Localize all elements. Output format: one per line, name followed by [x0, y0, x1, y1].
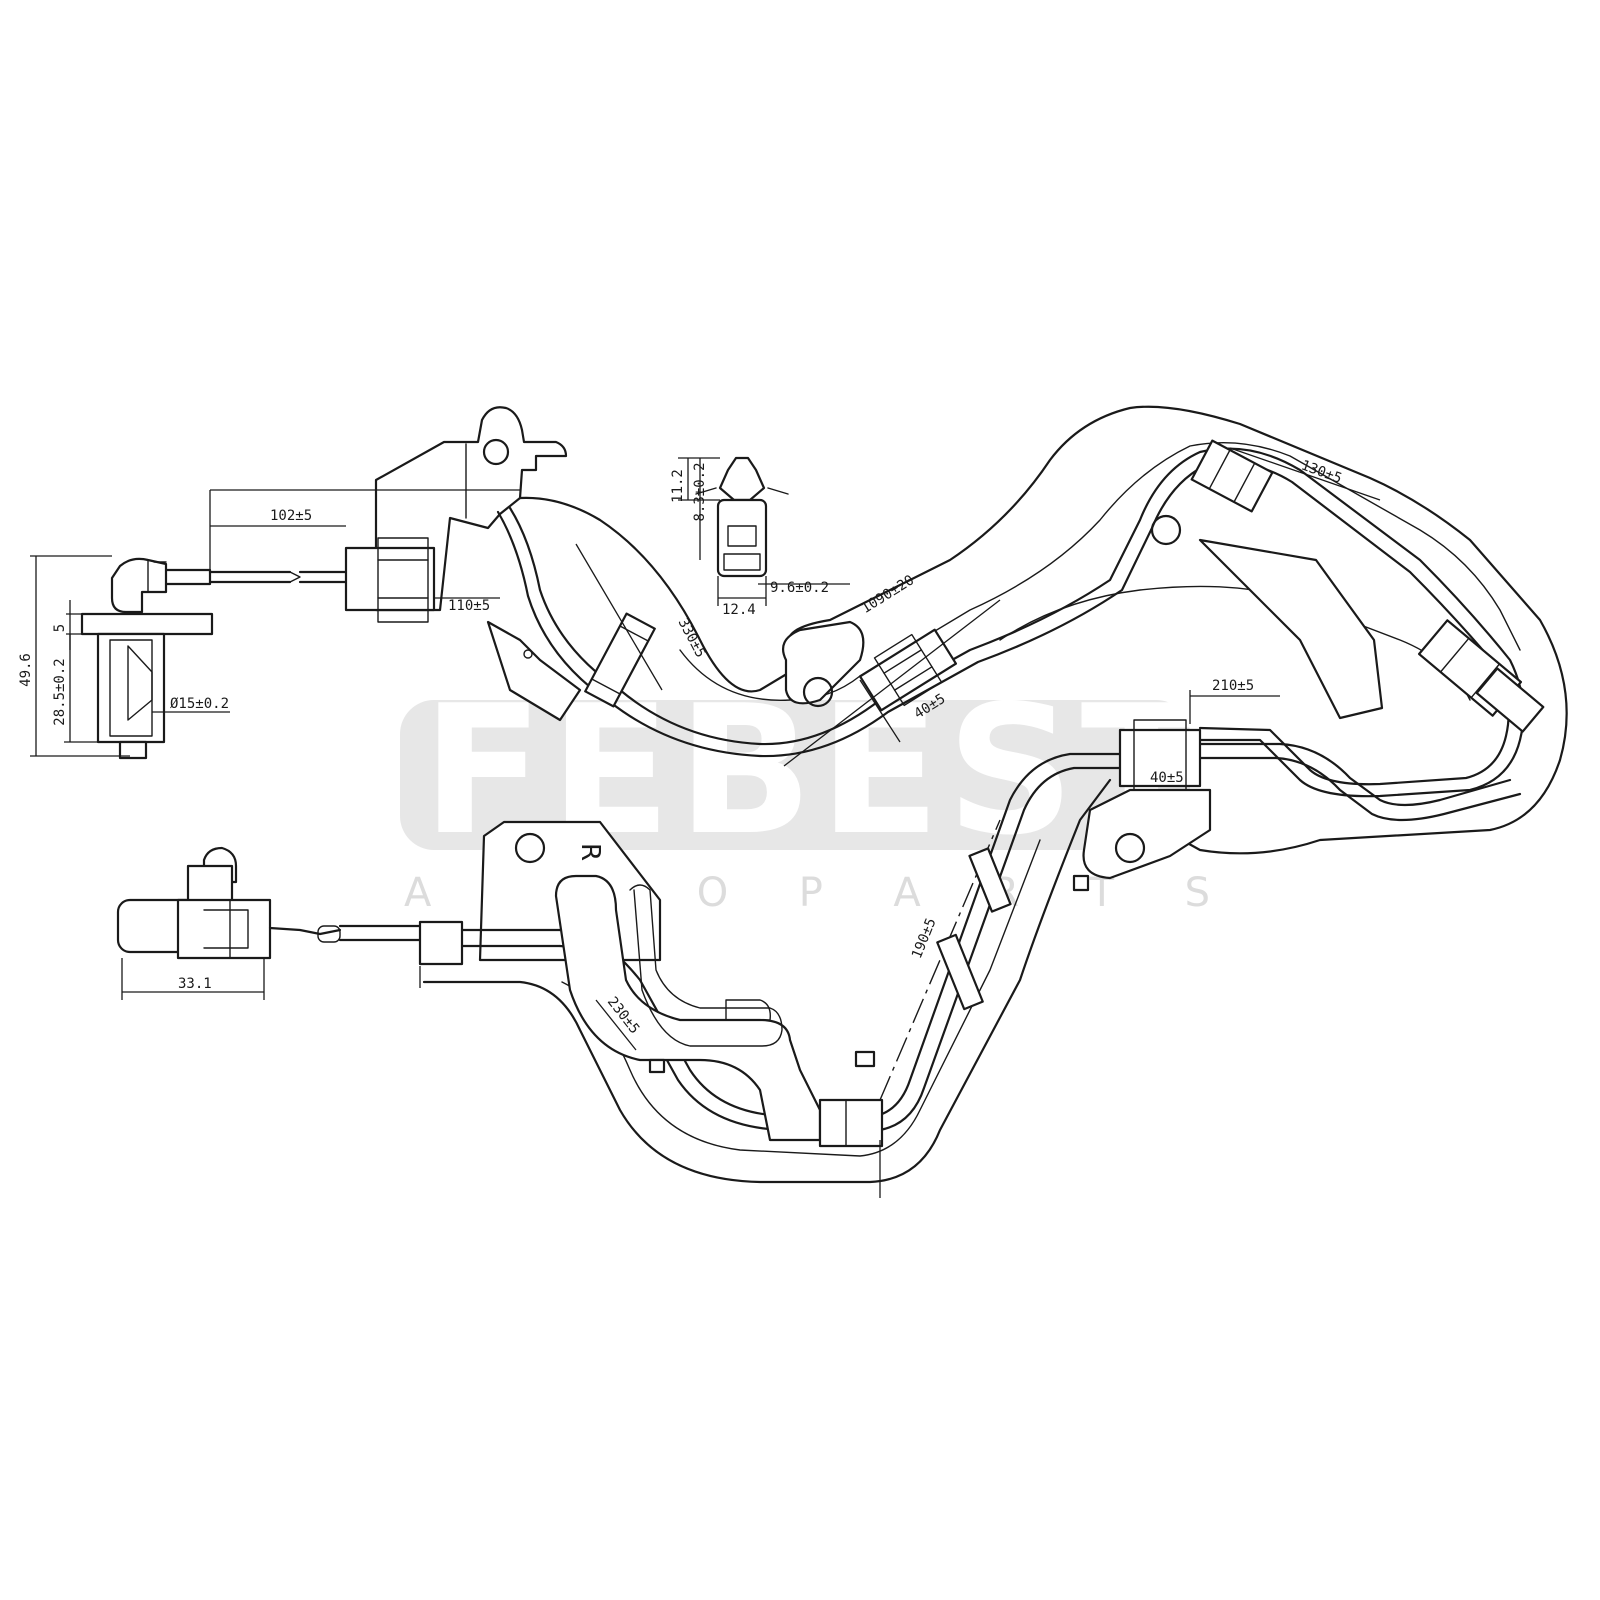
dim-bend-left: 330±5 — [675, 616, 709, 661]
dim-conn-w1: 9.6±0.2 — [770, 580, 829, 596]
watermark-background — [400, 700, 1190, 850]
dim-conn-h2: 8.3±0.2 — [692, 462, 708, 521]
dim-right-long: 210±5 — [1212, 678, 1254, 694]
dim-connector-width: 33.1 — [178, 976, 212, 992]
connector-detail-top: 11.2 8.3±0.2 12.4 9.6±0.2 — [670, 456, 850, 618]
side-mark: R — [575, 843, 605, 861]
dim-down-mid: 190±5 — [909, 916, 940, 961]
lower-cable-routing — [422, 719, 1522, 1184]
dim-top-right: 130±5 — [1299, 458, 1344, 487]
dim-clip-top: 110±5 — [448, 598, 490, 614]
dim-sensor-height: 49.6 — [18, 653, 34, 687]
dim-conn-h1: 11.2 — [670, 469, 686, 503]
dim-sensor-body: 28.5±0.2 — [52, 658, 68, 725]
dim-conn-w2: 12.4 — [722, 602, 756, 618]
dim-sensor-flange: 5 — [52, 624, 68, 632]
upper-bracket — [344, 406, 568, 623]
dim-sensor-dia: Ø15±0.2 — [170, 696, 229, 712]
upper-sensor — [80, 557, 348, 760]
dim-cable-top-left: 102±5 — [270, 508, 312, 524]
dim-grommet-right: 40±5 — [1150, 770, 1184, 786]
lower-connector: 33.1 — [116, 846, 422, 1000]
upper-sensor-dimensions: 49.6 5 28.5±0.2 Ø15±0.2 102±5 — [18, 490, 346, 757]
upper-bracket-dimensions: 110±5 — [210, 489, 520, 614]
dim-cable-main: 1090±20 — [859, 572, 918, 617]
